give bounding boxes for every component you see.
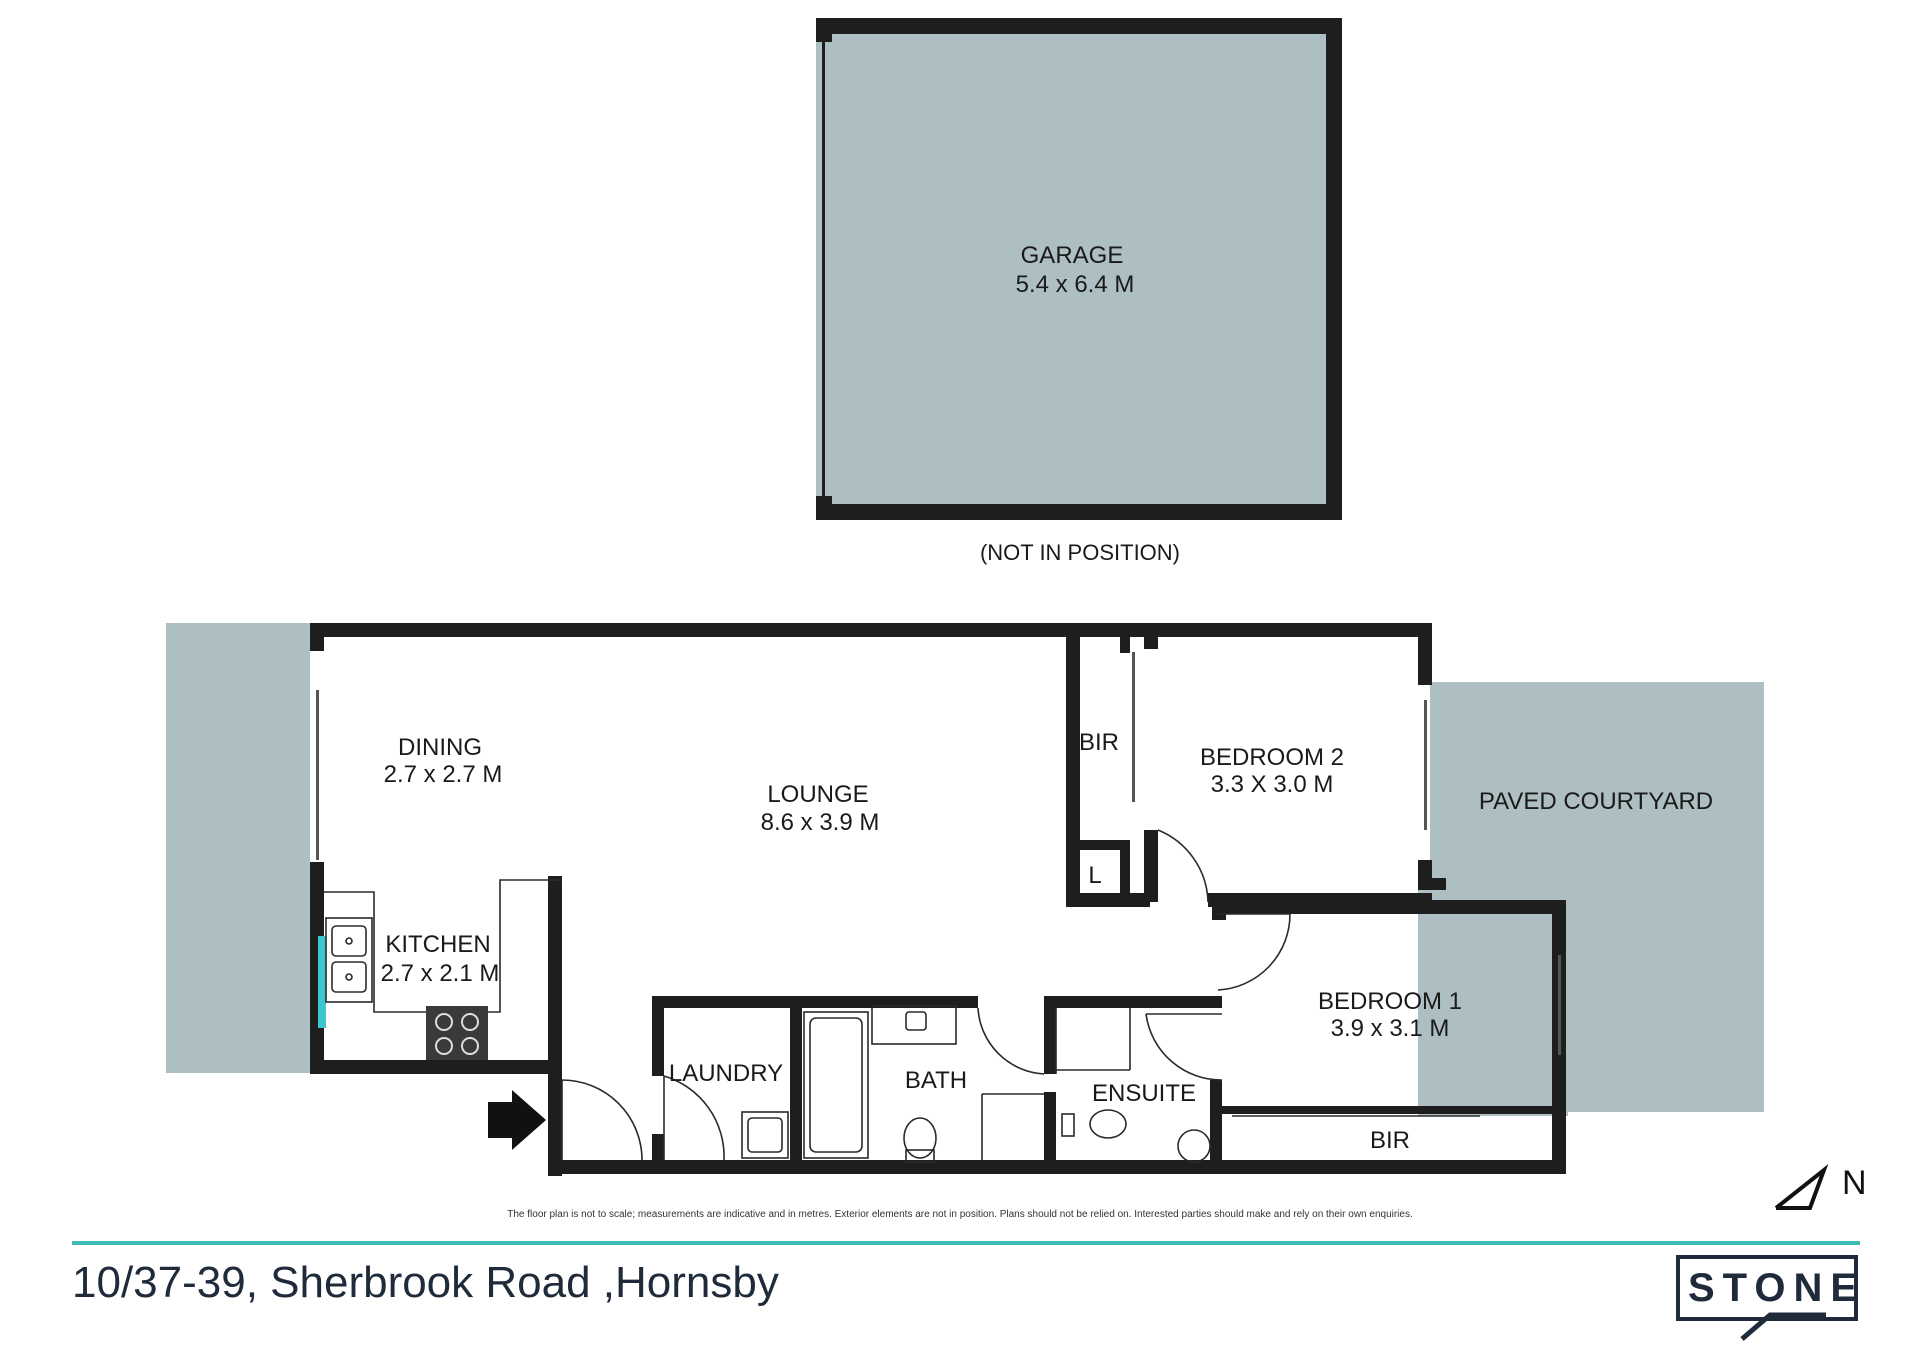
dining-size: 2.7 x 2.7 M [384,761,503,788]
entry-arrow-icon [488,1090,546,1150]
footer-rule [72,1241,1860,1245]
disclaimer: The floor plan is not to scale; measurem… [507,1209,1413,1220]
bir-bottom-label: BIR [1370,1127,1410,1154]
north-arrow-icon: N [1774,1164,1867,1210]
courtyard-label: PAVED COURTYARD [1479,788,1713,815]
kitchen-window [318,936,326,1028]
laundry-label: LAUNDRY [669,1060,783,1087]
lounge-size: 8.6 x 3.9 M [761,809,880,836]
lounge-name: LOUNGE [767,781,868,808]
bedroom-1-size: 3.9 x 3.1 M [1331,1015,1450,1042]
kitchen: KITCHEN 2.7 x 2.1 M [324,879,562,1060]
bir-top-label: BIR [1079,729,1119,756]
north-label: N [1842,1164,1867,1202]
bedroom-2-name: BEDROOM 2 [1200,744,1344,771]
garage-position-note: (NOT IN POSITION) [980,540,1180,565]
garage-name: GARAGE [1021,242,1124,269]
dining-name: DINING [398,734,482,761]
side-yard [166,623,310,1073]
linen-label: L [1088,862,1101,889]
kitchen-size: 2.7 x 2.1 M [381,960,500,987]
garage: GARAGE 5.4 x 6.4 M [816,18,1342,520]
property-address: 10/37-39, Sherbrook Road ,Hornsby [72,1258,779,1307]
bath-label: BATH [905,1067,967,1094]
bedroom-1-name: BEDROOM 1 [1318,988,1462,1015]
ensuite-label: ENSUITE [1092,1080,1196,1107]
kitchen-name: KITCHEN [385,931,490,958]
cooktop [426,1006,488,1060]
bedroom-2-size: 3.3 X 3.0 M [1211,771,1334,798]
logo-tail-icon [1740,1312,1826,1341]
bedroom-2-block: BIR L BEDROOM 2 3.3 X 3.0 M [1066,637,1432,907]
wet-areas: LAUNDRY BATH ENSUITE [652,996,1566,1174]
garage-size: 5.4 x 6.4 M [1016,271,1135,298]
